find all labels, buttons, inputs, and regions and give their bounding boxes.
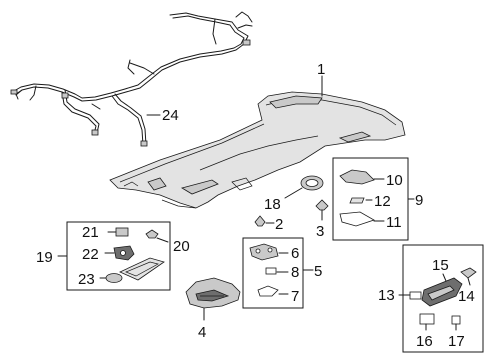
wiring-harness <box>10 11 253 147</box>
group-box-5 <box>242 237 304 309</box>
callout-9: 9 <box>415 192 423 209</box>
part-16-lens <box>419 313 435 331</box>
callout-2: 2 <box>275 216 283 233</box>
part-20-clip <box>145 229 169 243</box>
part-10-handle <box>339 169 385 185</box>
part-18-grommet <box>284 175 324 199</box>
callout-6: 6 <box>291 245 299 262</box>
callout-21: 21 <box>82 224 99 241</box>
callout-16: 16 <box>416 333 433 350</box>
callout-7: 7 <box>291 288 299 305</box>
callout-18: 18 <box>264 196 281 213</box>
callout-3: 3 <box>316 223 324 240</box>
callout-10: 10 <box>386 172 403 189</box>
part-6-hook <box>249 243 289 261</box>
part-8-cap <box>265 267 289 275</box>
part-4-console <box>185 277 241 321</box>
callout-17: 17 <box>448 333 465 350</box>
part-12-clip <box>349 197 373 204</box>
callout-8: 8 <box>291 264 299 281</box>
headliner-panel <box>109 75 406 209</box>
callout-23: 23 <box>78 271 95 288</box>
group-box-13 <box>402 244 484 353</box>
part-13-cover <box>398 291 422 300</box>
part-2-clip <box>254 215 275 227</box>
part-14-switch <box>460 267 477 286</box>
callout-14: 14 <box>458 288 475 305</box>
part-17-bulb <box>451 315 461 331</box>
callout-13: 13 <box>378 287 395 304</box>
part-22-bracket <box>104 245 135 261</box>
part-21-clip <box>107 227 129 237</box>
callout-22: 22 <box>82 246 99 263</box>
callout-1: 1 <box>317 61 325 78</box>
callout-24: 24 <box>162 107 179 124</box>
callout-19: 19 <box>36 249 53 266</box>
part-19-lens <box>119 257 165 281</box>
callout-12: 12 <box>374 193 391 210</box>
callout-15: 15 <box>432 257 449 274</box>
part-7-cover <box>257 285 289 297</box>
part-15-lamp-assembly <box>421 273 463 307</box>
part-23-bulb <box>99 273 123 283</box>
callout-20: 20 <box>173 238 190 255</box>
callout-11: 11 <box>386 214 402 231</box>
callout-4: 4 <box>198 324 206 341</box>
part-11-trim <box>339 211 385 227</box>
part-3-screw <box>315 199 329 221</box>
callout-5: 5 <box>314 263 322 280</box>
